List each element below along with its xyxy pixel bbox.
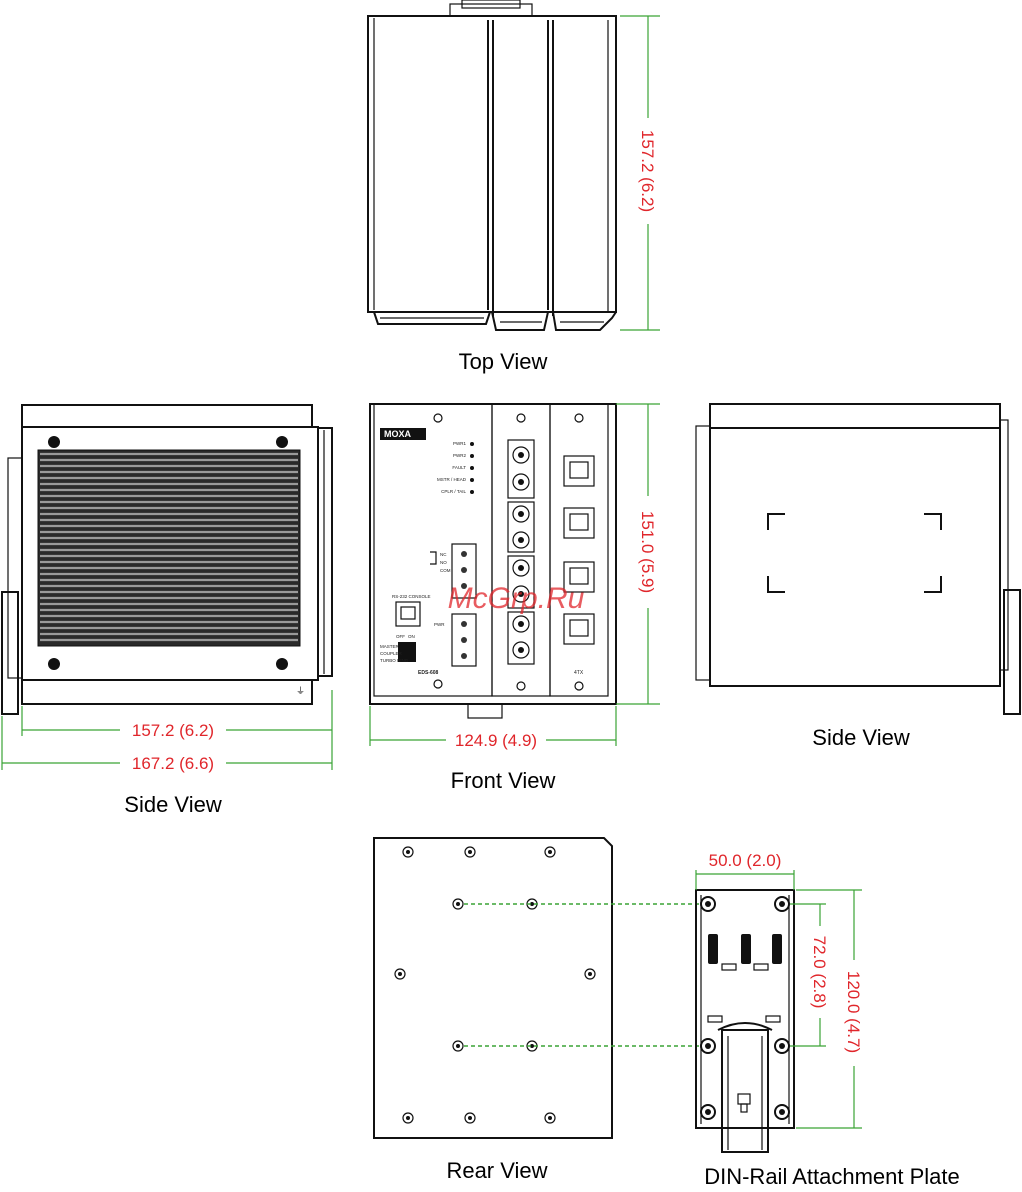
relay-label-com: COM [440, 568, 451, 573]
side-view-right-drawing [696, 404, 1020, 714]
front-view-label: Front View [451, 768, 556, 793]
din-hole-spacing-dimension: 72.0 (2.8) [810, 936, 829, 1009]
din-rail-plate-label: DIN-Rail Attachment Plate [704, 1164, 960, 1189]
side-view-left-label: Side View [124, 792, 222, 817]
dip-function-coupler: COUPLER [380, 651, 403, 656]
rear-view-label: Rear View [446, 1158, 547, 1183]
din-height-dimension: 120.0 (4.7) [844, 971, 863, 1053]
svg-text:⏚: ⏚ [296, 686, 305, 696]
model-label: EDS-608 [418, 670, 439, 676]
top-view-drawing [368, 0, 660, 330]
side-view-depth-dimension: 157.2 (6.2) [132, 721, 214, 740]
relay-label-nc: NC [440, 552, 447, 557]
dip-label-off: OFF [396, 634, 405, 639]
led-label-pwr2: PWR2 [453, 453, 466, 458]
led-label-pwr1: PWR1 [453, 441, 466, 446]
front-view-width-dimension: 124.9 (4.9) [455, 731, 537, 750]
rear-screws [395, 847, 595, 1123]
led-label-fault: FAULT [452, 465, 466, 470]
din-rail-plate-drawing [696, 870, 862, 1152]
side-view-left-drawing: ⏚ [2, 405, 332, 770]
relay-label-no: NO [440, 560, 447, 565]
dip-function-master: MASTER [380, 644, 400, 649]
led-column [470, 442, 474, 494]
top-view-depth-dimension: 157.2 (6.2) [638, 130, 657, 212]
module-4tx-label: 4TX [574, 670, 584, 676]
side-view-right-label: Side View [812, 725, 910, 750]
top-view-label: Top View [459, 349, 548, 374]
fiber-ports [508, 440, 534, 664]
led-label-mstr: MSTR / HEAD [437, 477, 467, 482]
dip-function-turbo: TURBO RING [380, 658, 409, 663]
brand-logo: MOXA [384, 429, 412, 439]
console-label: RS-232 CONSOLE [392, 594, 431, 599]
din-width-dimension: 50.0 (2.0) [709, 851, 782, 870]
side-view-overall-dimension: 167.2 (6.6) [132, 754, 214, 773]
rear-view-drawing [374, 838, 700, 1138]
front-view-drawing [370, 404, 660, 746]
pwr-label: PWR [434, 622, 445, 627]
led-label-cplr: CPLR / TAIL [441, 489, 466, 494]
watermark: McGrp.Ru [448, 582, 585, 615]
dip-label-on: ON [408, 634, 415, 639]
rj45-ports [564, 456, 594, 644]
front-view-height-dimension: 151.0 (5.9) [638, 511, 657, 593]
